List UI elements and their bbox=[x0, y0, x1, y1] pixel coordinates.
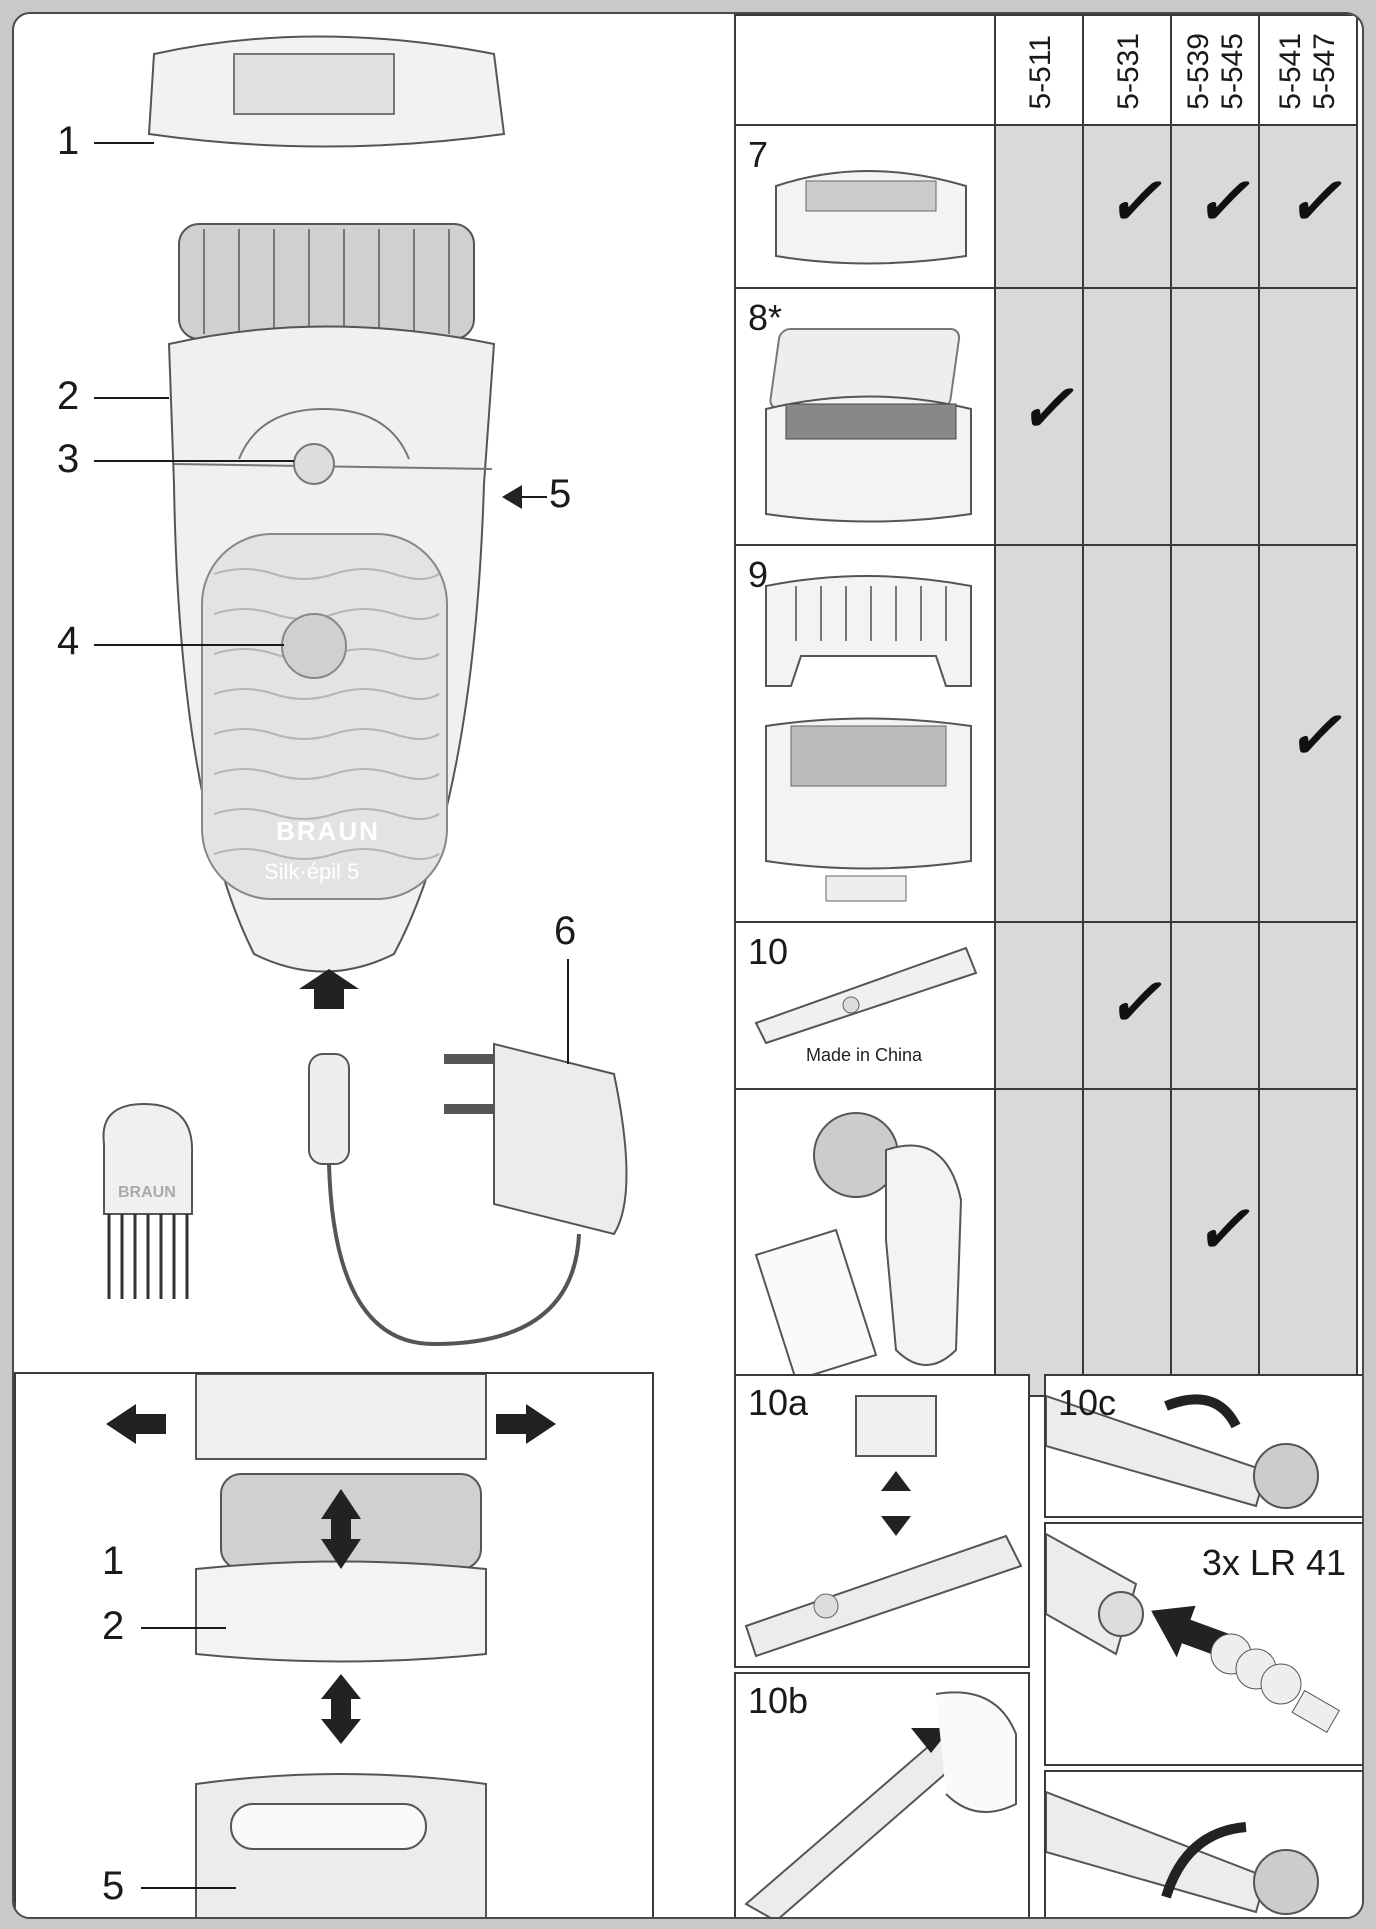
leader-5 bbox=[522, 496, 547, 498]
step-10b-panel: 10b bbox=[734, 1672, 1030, 1917]
assembly-illustration bbox=[106, 1374, 556, 1917]
row-7-check-3: ✓ bbox=[1170, 124, 1260, 289]
row-11-check-3: ✓ bbox=[1170, 1088, 1260, 1397]
made-in-china-caption: Made in China bbox=[806, 1045, 923, 1065]
callout-6: 6 bbox=[554, 909, 577, 953]
model-header-2: 5-531 bbox=[1082, 14, 1172, 126]
lower-callout-5: 5 bbox=[102, 1864, 125, 1908]
step-10c-panel-2: 3x LR 41 bbox=[1044, 1522, 1362, 1766]
step-10b-label: 10b bbox=[748, 1680, 809, 1721]
step-10c-label: 10c bbox=[1058, 1382, 1117, 1423]
row-11-check-4 bbox=[1258, 1088, 1358, 1397]
brand-logo: BRAUN bbox=[276, 816, 380, 846]
header-empty-cell bbox=[734, 14, 996, 126]
row-8-check-4 bbox=[1258, 287, 1358, 546]
row-10-image: 10 Made in China bbox=[734, 921, 996, 1090]
callout-1: 1 bbox=[57, 119, 80, 163]
epilator-illustration bbox=[102, 35, 628, 1347]
step-10a-label: 10a bbox=[748, 1382, 809, 1423]
model-header-4: 5-541 5-547 bbox=[1258, 14, 1358, 126]
model-header-3: 5-539 5-545 bbox=[1170, 14, 1260, 126]
row-8-check-2 bbox=[1082, 287, 1172, 546]
row-9-check-2 bbox=[1082, 544, 1172, 923]
step-10a-panel: 10a bbox=[734, 1374, 1030, 1668]
row-7-check-1 bbox=[994, 124, 1084, 289]
row-9-check-1 bbox=[994, 544, 1084, 923]
row-11-check-1 bbox=[994, 1088, 1084, 1397]
assembly-panel: 1 2 5 bbox=[14, 1372, 654, 1917]
row-7-image: 7 bbox=[734, 124, 996, 289]
step-10c-panel-1: 10c bbox=[1044, 1374, 1362, 1518]
step-10c-illustration-3 bbox=[1046, 1790, 1319, 1915]
lower-leader-5 bbox=[141, 1887, 236, 1889]
step-10c-illustration-1 bbox=[1046, 1394, 1319, 1509]
row-8-image: 8* bbox=[734, 287, 996, 546]
row-9-check-3 bbox=[1170, 544, 1260, 923]
lower-callout-2: 2 bbox=[102, 1604, 125, 1648]
row-11-check-2 bbox=[1082, 1088, 1172, 1397]
row-10-check-4 bbox=[1258, 921, 1358, 1090]
instruction-sheet: BRAUN Silk·épil 5 BRAUN 1 2 3 4 5 6 5-51… bbox=[12, 12, 1364, 1919]
callout-2: 2 bbox=[57, 374, 80, 418]
step-10a-illustration bbox=[744, 1395, 1023, 1658]
massage-cap-illustration bbox=[765, 328, 972, 523]
step-10b-illustration bbox=[744, 1691, 1017, 1917]
row-10-check-3 bbox=[1170, 921, 1260, 1090]
callout-3: 3 bbox=[57, 437, 80, 481]
efficiency-cap-illustration bbox=[775, 170, 967, 265]
step-10c-panel-3 bbox=[1044, 1770, 1362, 1917]
lower-leader-2 bbox=[141, 1627, 226, 1629]
row-8-check-3 bbox=[1170, 287, 1260, 546]
leader-4 bbox=[94, 644, 284, 646]
row-9-image: 9 bbox=[734, 544, 996, 923]
row-10-check-1 bbox=[994, 921, 1084, 1090]
row-10-check-2: ✓ bbox=[1082, 921, 1172, 1090]
callout-4: 4 bbox=[57, 619, 80, 663]
row-11-image bbox=[734, 1088, 996, 1397]
brush-logo: BRAUN bbox=[118, 1184, 176, 1201]
model-table: 5-511 5-531 5-539 5-545 5-541 5-547 7 ✓ … bbox=[734, 14, 1358, 1397]
row-7-check-4: ✓ bbox=[1258, 124, 1358, 289]
row-9-check-4: ✓ bbox=[1258, 544, 1358, 923]
callout-5: 5 bbox=[549, 472, 572, 516]
battery-insert-illustration bbox=[1046, 1532, 1341, 1733]
shaver-head-illustration bbox=[765, 575, 972, 902]
facial-brush-illustration bbox=[754, 1112, 963, 1382]
leader-2 bbox=[94, 397, 169, 399]
model-header-1: 5-511 bbox=[994, 14, 1084, 126]
product-name: Silk·épil 5 bbox=[264, 859, 360, 884]
lower-callout-1: 1 bbox=[102, 1539, 125, 1583]
battery-label: 3x LR 41 bbox=[1201, 1542, 1346, 1583]
row-8-check-1: ✓ bbox=[994, 287, 1084, 546]
leader-6 bbox=[567, 959, 569, 1064]
leader-3 bbox=[94, 460, 294, 462]
leader-1 bbox=[94, 142, 154, 144]
tweezers-illustration bbox=[754, 946, 978, 1045]
row-7-check-2: ✓ bbox=[1082, 124, 1172, 289]
